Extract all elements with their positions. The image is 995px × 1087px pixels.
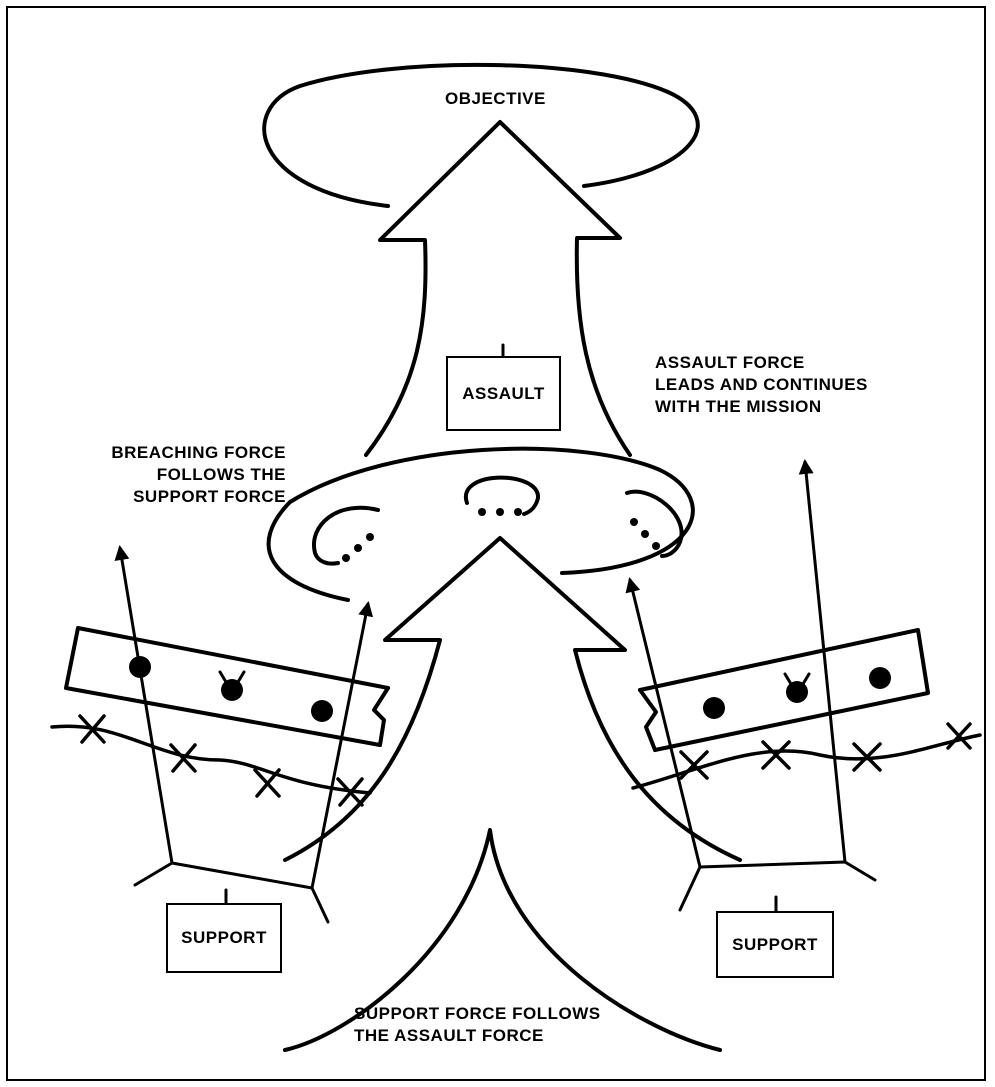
support-routes-left <box>114 545 374 924</box>
assault-note: ASSAULT FORCE LEADS AND CONTINUES WITH T… <box>655 353 868 416</box>
support-arrow-base <box>283 828 722 1052</box>
position-dot <box>641 530 649 538</box>
support-unit-box-left: SUPPORT <box>166 903 282 973</box>
support-route-arrow <box>310 601 374 890</box>
position-dot <box>478 508 486 516</box>
wire-obstacle-left <box>50 714 372 807</box>
enemy-position-dot <box>786 681 808 703</box>
assault-unit-box: ASSAULT <box>446 356 561 431</box>
enemy-position-dot <box>311 700 333 722</box>
position-marker-center <box>463 475 541 516</box>
support-unit-box-right: SUPPORT <box>716 911 834 978</box>
support-route-arrow <box>625 577 702 869</box>
support-note: SUPPORT FORCE FOLLOWS THE ASSAULT FORCE <box>354 1004 601 1045</box>
position-marker-right <box>625 489 684 558</box>
position-dot <box>366 533 374 541</box>
enemy-position-left <box>64 626 390 747</box>
enemy-position-right <box>638 628 930 752</box>
position-dot <box>342 554 350 562</box>
position-dot <box>652 542 660 550</box>
assault-arrow <box>364 120 632 457</box>
assault-unit-label: ASSAULT <box>462 383 545 403</box>
support-arrow <box>283 536 742 862</box>
enemy-position-dot <box>703 697 725 719</box>
position-dot <box>514 508 522 516</box>
assault-route-arrow <box>798 459 847 864</box>
support-unit-label-right: SUPPORT <box>732 934 818 954</box>
enemy-position-dot <box>221 679 243 701</box>
enemy-position-dot <box>869 667 891 689</box>
position-dot <box>630 518 638 526</box>
objective-label: OBJECTIVE <box>445 89 546 108</box>
objective-outline <box>262 62 700 208</box>
breach-site-outline <box>266 446 695 602</box>
wire-obstacle-right <box>631 722 982 790</box>
support-unit-label-left: SUPPORT <box>181 928 267 947</box>
position-dot <box>496 508 504 516</box>
position-dot <box>354 544 362 552</box>
position-marker-left <box>311 505 380 566</box>
breaching-note: BREACHING FORCE FOLLOWS THE SUPPORT FORC… <box>111 443 286 506</box>
support-routes-right <box>625 459 877 912</box>
breaching-route-arrow <box>114 545 174 865</box>
diagram-frame <box>6 6 986 1081</box>
